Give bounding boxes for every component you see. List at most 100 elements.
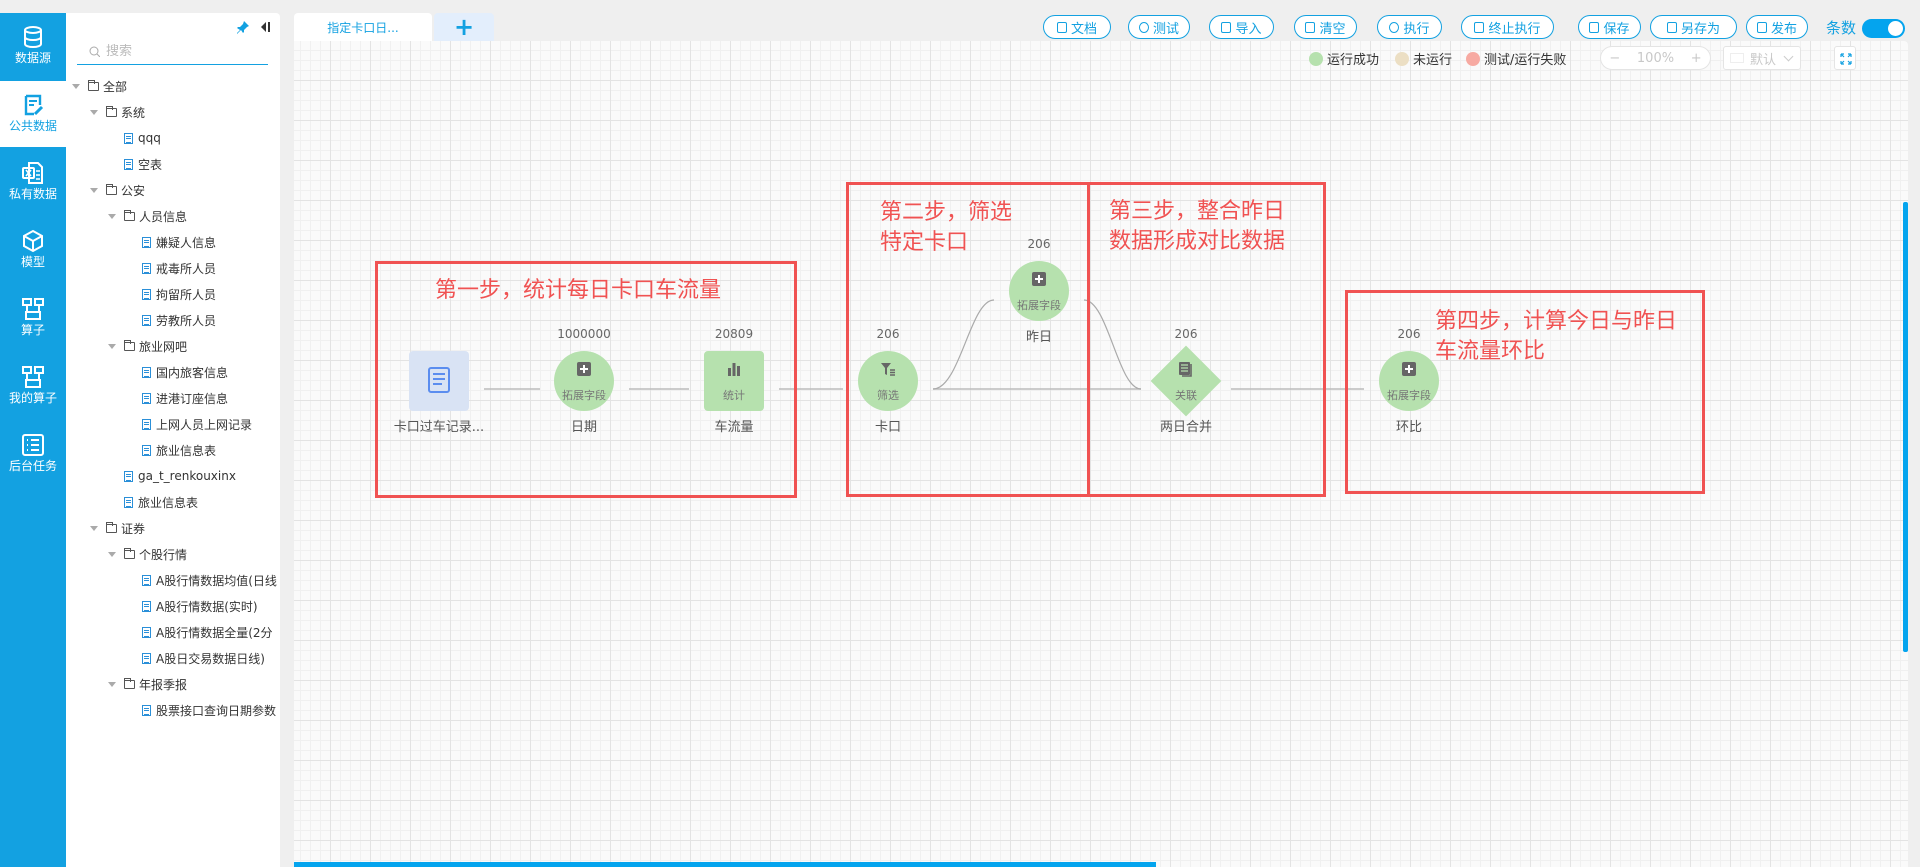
tree-item[interactable]: 劳教所人员: [142, 311, 216, 329]
add-tab-button[interactable]: +: [434, 13, 494, 41]
collapse-panel-icon[interactable]: [258, 19, 272, 33]
tree-item[interactable]: 旅业信息表: [124, 493, 198, 511]
nav-item-background-tasks[interactable]: 后台任务: [0, 421, 66, 487]
tab-flow[interactable]: 指定卡口日...: [294, 13, 432, 41]
nav-item-label: 我的算子: [8, 391, 57, 405]
tree-folder[interactable]: 旅业网吧: [108, 337, 187, 355]
tree-folder[interactable]: 人员信息: [108, 207, 187, 225]
toolbar-button-2[interactable]: 导入: [1209, 15, 1274, 39]
tree-folder[interactable]: 全部: [72, 77, 127, 95]
tree-item[interactable]: 上网人员上网记录: [142, 415, 252, 433]
tree-item[interactable]: 股票接口查询日期参数: [142, 701, 276, 719]
pin-icon[interactable]: [236, 19, 250, 34]
tree-item[interactable]: 旅业信息表: [142, 441, 216, 459]
status-dot-icon: [1309, 51, 1323, 66]
node-label: 卡口: [874, 420, 901, 435]
fullscreen-icon: [1840, 53, 1852, 65]
caret-down-icon[interactable]: [72, 83, 80, 89]
tree-item-label: 上网人员上网记录: [156, 417, 253, 432]
folder-icon: [106, 521, 117, 533]
nav-item-label: 数据源: [14, 51, 51, 65]
caret-down-icon[interactable]: [108, 551, 116, 557]
caret-down-icon[interactable]: [90, 187, 98, 193]
play-icon: [1389, 21, 1400, 33]
node-label: 两日合并: [1159, 420, 1212, 435]
tree-item[interactable]: 空表: [124, 155, 162, 173]
zoom-in-button[interactable]: +: [1690, 50, 1702, 66]
node-type-label: 统计: [723, 389, 745, 402]
source-node-shape[interactable]: [409, 351, 469, 411]
tree-item-label: 进港订座信息: [156, 391, 229, 406]
tree-item[interactable]: A股行情数据全量(2分: [142, 623, 273, 641]
node-type-label: 关联: [1175, 389, 1197, 402]
tree-item-label: 系统: [121, 105, 146, 120]
fullscreen-button[interactable]: [1834, 46, 1856, 70]
caret-down-icon[interactable]: [90, 109, 98, 115]
tree-item[interactable]: ga_t_renkouxinx: [124, 467, 236, 485]
nav-item-operator[interactable]: 算子: [0, 285, 66, 351]
style-select[interactable]: 默认: [1723, 46, 1801, 70]
tree-folder[interactable]: 系统: [90, 103, 145, 121]
tree-folder[interactable]: 个股行情: [108, 545, 187, 563]
folder-icon: [106, 183, 117, 195]
toolbar-button-5[interactable]: 终止执行: [1461, 15, 1554, 39]
node-count: 206: [1027, 237, 1051, 251]
tree-item[interactable]: 拘留所人员: [142, 285, 216, 303]
nav-item-private-data[interactable]: 私有数据: [0, 149, 66, 215]
toolbar-button-label: 保存: [1603, 21, 1630, 37]
node-shape[interactable]: [704, 351, 764, 411]
caret-down-icon[interactable]: [90, 525, 98, 531]
zoom-level: 100%: [1636, 50, 1675, 66]
tree-item[interactable]: A股行情数据(实时): [142, 597, 258, 615]
table-file-icon: [428, 367, 450, 393]
tree-folder[interactable]: 年报季报: [108, 675, 187, 693]
toolbar-button-8[interactable]: 发布: [1746, 15, 1808, 39]
toolbar-button-4[interactable]: 执行: [1377, 15, 1442, 39]
horizontal-scrollbar[interactable]: [294, 862, 1156, 867]
tree-search-input[interactable]: [106, 44, 266, 59]
nav-item-public-data[interactable]: 公共数据: [0, 81, 66, 147]
tree-item[interactable]: 嫌疑人信息: [142, 233, 216, 251]
caret-down-icon[interactable]: [108, 681, 116, 687]
vertical-scrollbar[interactable]: [1903, 202, 1908, 652]
tree-item[interactable]: 戒毒所人员: [142, 259, 216, 277]
toolbar-button-7[interactable]: 另存为: [1650, 15, 1737, 39]
tree-item[interactable]: A股日交易数据日线): [142, 649, 265, 667]
flow-canvas[interactable]: [294, 41, 1908, 867]
nav-item-model[interactable]: 模型: [0, 217, 66, 283]
table-file-icon: [142, 626, 151, 638]
tree-folder[interactable]: 公安: [90, 181, 145, 199]
node-count: 206: [1397, 327, 1421, 341]
caret-down-icon[interactable]: [108, 343, 116, 349]
folder-icon: [124, 339, 135, 351]
nav-item-datasource[interactable]: 数据源: [0, 13, 66, 79]
toolbar-button-1[interactable]: 测试: [1128, 15, 1190, 39]
nav-item-label: 算子: [20, 323, 45, 337]
nav-item-label: 后台任务: [8, 459, 57, 473]
tree-item[interactable]: qqq: [124, 129, 161, 147]
table-file-icon: [142, 652, 151, 664]
toolbar-button-3[interactable]: 清空: [1294, 15, 1357, 39]
nav-item-my-operator[interactable]: 我的算子: [0, 353, 66, 419]
tree-item[interactable]: A股行情数据均值(日线: [142, 571, 277, 589]
tab-bar: 指定卡口日... +: [294, 13, 494, 41]
caret-down-icon[interactable]: [108, 213, 116, 219]
tree-item[interactable]: 进港订座信息: [142, 389, 228, 407]
tree-item[interactable]: 国内旅客信息: [142, 363, 228, 381]
folder-icon: [124, 547, 135, 559]
node-shape[interactable]: [1379, 351, 1439, 411]
import-icon: [1221, 21, 1232, 33]
toolbar-button-0[interactable]: 文档: [1043, 15, 1111, 39]
toolbar-button-6[interactable]: 保存: [1578, 15, 1641, 39]
tree-item-label: 全部: [103, 79, 128, 94]
tree-item-label: A股日交易数据日线): [156, 651, 265, 666]
count-toggle[interactable]: [1862, 19, 1905, 38]
tree-item-label: 人员信息: [139, 209, 188, 224]
node-shape[interactable]: [554, 351, 614, 411]
table-file-icon: [142, 600, 151, 612]
tree-folder[interactable]: 证券: [90, 519, 145, 537]
left-nav: 数据源 公共数据 私有数据 模型 算子 我的算子 后台任务: [0, 13, 66, 867]
node-shape[interactable]: [1009, 261, 1069, 321]
node-shape[interactable]: [858, 351, 918, 411]
zoom-out-button[interactable]: −: [1609, 50, 1621, 66]
